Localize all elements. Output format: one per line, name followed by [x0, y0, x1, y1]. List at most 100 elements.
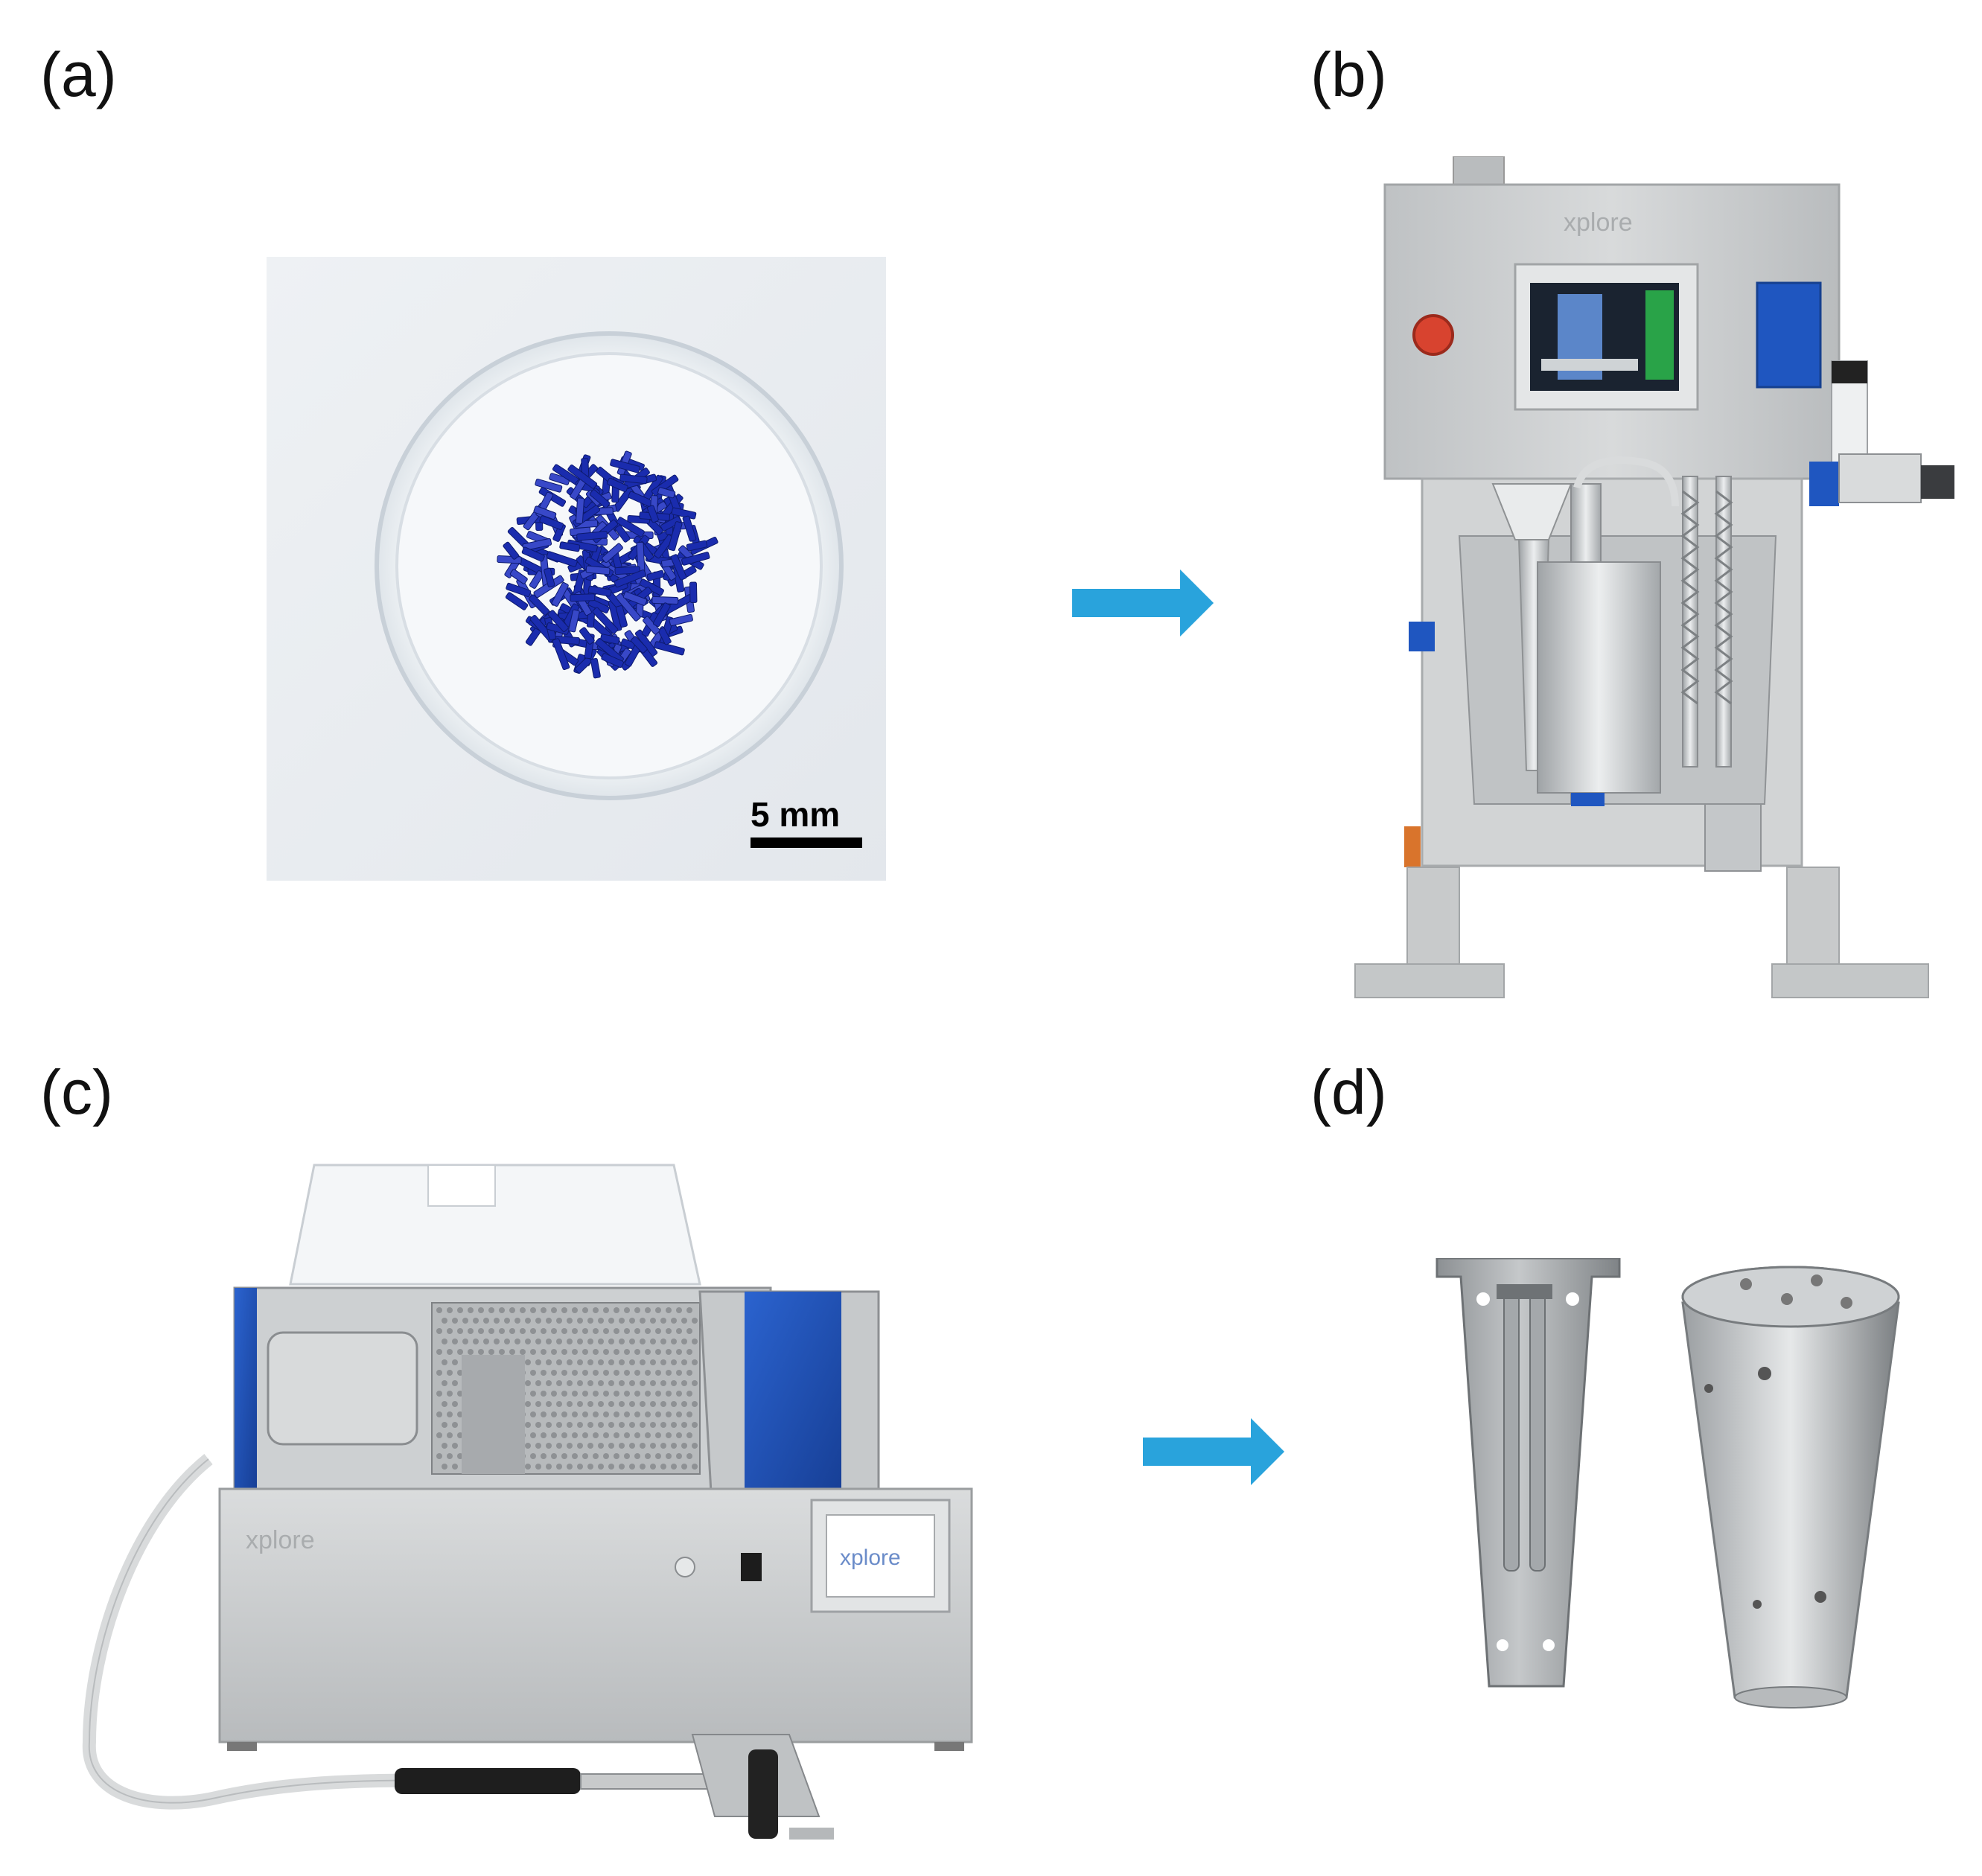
- granule: [614, 566, 641, 575]
- perforation-hole: [452, 1443, 458, 1449]
- perforation-hole: [561, 1432, 567, 1438]
- perforation-hole: [660, 1443, 666, 1449]
- perforation-hole: [556, 1359, 562, 1365]
- perforation-hole: [561, 1307, 567, 1313]
- perforation-hole: [624, 1370, 630, 1376]
- perforation-hole: [587, 1464, 593, 1470]
- perforation-hole: [650, 1339, 656, 1344]
- perforation-hole: [650, 1464, 656, 1470]
- perforation-hole: [567, 1339, 573, 1344]
- perforation-hole: [561, 1370, 567, 1376]
- perforation-hole: [452, 1339, 458, 1344]
- perforation-hole: [468, 1349, 474, 1355]
- perforation-hole: [666, 1307, 672, 1313]
- perforation-hole: [452, 1422, 458, 1428]
- perforation-hole: [629, 1443, 635, 1449]
- granule: [669, 613, 693, 627]
- perforation-hole: [608, 1359, 614, 1365]
- perforation-hole: [442, 1443, 447, 1449]
- perforation-hole: [478, 1307, 484, 1313]
- granule: [657, 627, 672, 645]
- perforation-hole: [593, 1453, 599, 1459]
- machine-b-logo: xplore: [1564, 208, 1633, 237]
- perforation-hole: [692, 1339, 698, 1344]
- perforation-hole: [655, 1349, 661, 1355]
- perforation-hole: [567, 1318, 573, 1324]
- perforation-hole: [525, 1401, 531, 1407]
- granule: [681, 552, 710, 566]
- perforation-hole: [619, 1422, 625, 1428]
- perforation-hole: [577, 1318, 583, 1324]
- perforation-hole: [640, 1359, 646, 1365]
- perforation-hole: [457, 1307, 463, 1313]
- perforation-hole: [452, 1401, 458, 1407]
- perforation-hole: [488, 1307, 494, 1313]
- perforation-hole: [676, 1328, 682, 1334]
- perforation-hole: [551, 1411, 557, 1417]
- granule: [646, 505, 659, 523]
- granule: [622, 591, 648, 606]
- perforation-hole: [442, 1422, 447, 1428]
- granule: [535, 478, 563, 493]
- perforation-hole: [535, 1339, 541, 1344]
- perforation-hole: [634, 1307, 640, 1313]
- perforation-hole: [624, 1453, 630, 1459]
- perforation-hole: [640, 1401, 646, 1407]
- perforation-hole: [598, 1422, 604, 1428]
- granule: [614, 570, 647, 588]
- perforation-hole: [640, 1443, 646, 1449]
- perforation-hole: [660, 1359, 666, 1365]
- perforation-hole: [614, 1453, 619, 1459]
- perforation-hole: [686, 1328, 692, 1334]
- perforation-hole: [655, 1370, 661, 1376]
- perforation-hole: [577, 1401, 583, 1407]
- emergency-stop-button: [1412, 314, 1454, 356]
- perforation-hole: [442, 1318, 447, 1324]
- perforation-hole: [692, 1422, 698, 1428]
- blue-side-panel: [1756, 281, 1822, 389]
- perforation-hole: [629, 1401, 635, 1407]
- perforation-hole: [645, 1432, 651, 1438]
- perforation-hole: [572, 1307, 578, 1313]
- perforation-hole: [655, 1411, 661, 1417]
- perforation-hole: [572, 1370, 578, 1376]
- perforation-hole: [608, 1443, 614, 1449]
- perforation-hole: [660, 1318, 666, 1324]
- perforation-hole: [650, 1443, 656, 1449]
- perforation-hole: [546, 1339, 552, 1344]
- perforation-hole: [676, 1370, 682, 1376]
- granule: [646, 570, 665, 581]
- granule: [551, 581, 569, 607]
- perforation-hole: [640, 1464, 646, 1470]
- perforation-hole: [624, 1349, 630, 1355]
- perforation-hole: [587, 1318, 593, 1324]
- granules: [497, 450, 718, 679]
- perforation-hole: [577, 1443, 583, 1449]
- perforation-hole: [681, 1464, 687, 1470]
- perforation-hole: [551, 1349, 557, 1355]
- perforation-hole: [608, 1401, 614, 1407]
- granule: [619, 473, 648, 485]
- perforation-hole: [452, 1380, 458, 1386]
- perforation-hole: [556, 1401, 562, 1407]
- machine-c-screen: [826, 1514, 935, 1598]
- perforation-hole: [535, 1464, 541, 1470]
- perforation-hole: [692, 1443, 698, 1449]
- perforation-hole: [619, 1443, 625, 1449]
- perforation-hole: [572, 1432, 578, 1438]
- perforation-hole: [619, 1318, 625, 1324]
- perforation-hole: [567, 1359, 573, 1365]
- granule: [682, 515, 697, 542]
- granule: [567, 465, 598, 489]
- granule: [590, 657, 601, 679]
- perforation-hole: [535, 1359, 541, 1365]
- perforation-hole: [436, 1349, 442, 1355]
- perforation-hole: [535, 1443, 541, 1449]
- perforation-hole: [614, 1307, 619, 1313]
- perforation-hole: [681, 1401, 687, 1407]
- perforation-hole: [692, 1318, 698, 1324]
- perforation-hole: [530, 1307, 536, 1313]
- granule: [539, 515, 564, 530]
- machine-c-screen-logo: xplore: [840, 1545, 901, 1570]
- perforation-hole: [541, 1349, 547, 1355]
